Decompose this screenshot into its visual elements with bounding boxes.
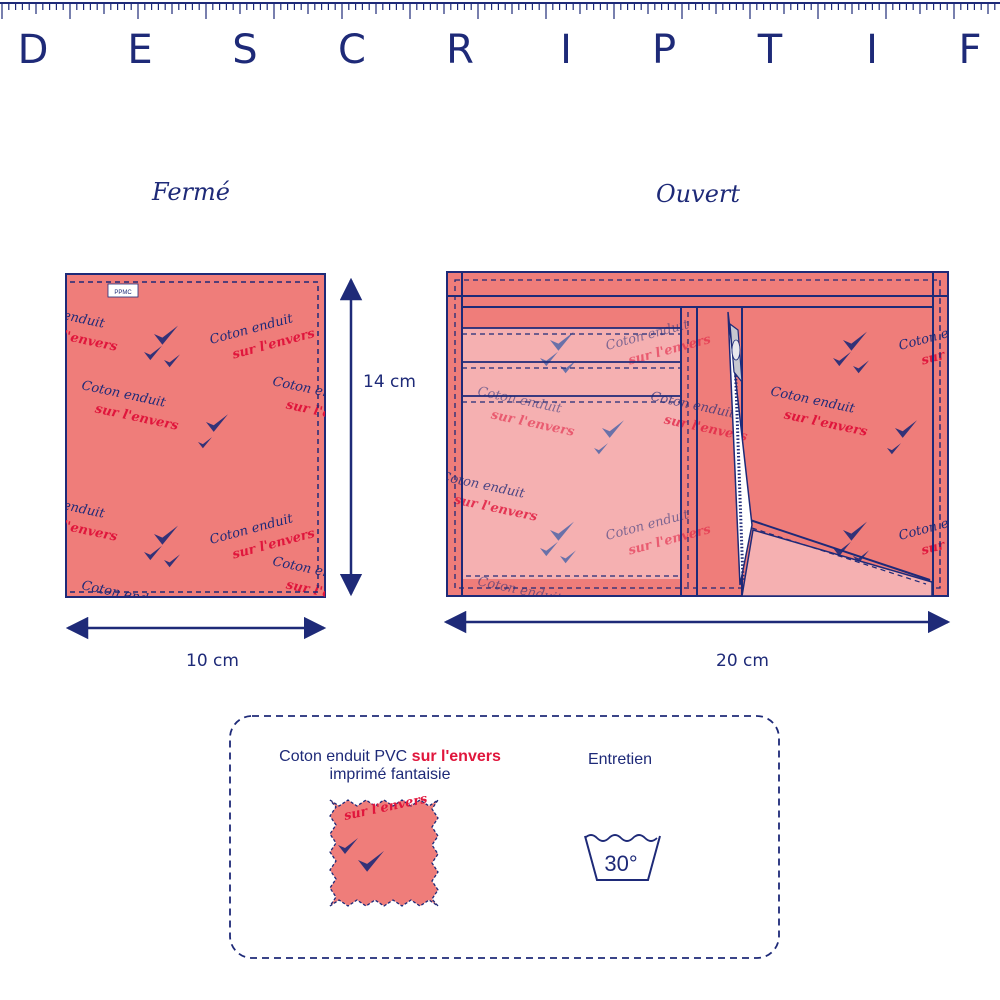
title-letter: I (560, 27, 572, 73)
legend-box (229, 715, 780, 959)
svg-text:30°: 30° (604, 851, 637, 876)
closed-width-label: 10 cm (186, 651, 239, 671)
svg-text:sur l'envers: sur l'envers (490, 598, 577, 630)
title-letter: T (757, 27, 783, 73)
svg-text:sur l'envers: sur l'envers (285, 578, 372, 610)
material-prefix: Coton enduit PVC (279, 748, 412, 765)
material-highlight: sur l'envers (411, 748, 501, 765)
title-letter: R (446, 27, 474, 73)
material-description: Coton enduit PVC sur l'envers imprimé fa… (250, 748, 530, 784)
title-letter: P (652, 27, 676, 73)
svg-text:sur l'envers: sur l'envers (783, 598, 870, 630)
closed-label: Fermé (152, 178, 230, 206)
title-letter: D (18, 27, 49, 73)
title-letter: F (958, 27, 981, 73)
brand-tag: PPMC (107, 283, 139, 298)
wash-30-icon: 30° (584, 834, 661, 881)
open-label: Ouvert (656, 180, 741, 208)
fabric-swatch: sur l'envers (329, 791, 439, 907)
title-letter: I (866, 27, 878, 73)
title-letter: C (338, 27, 366, 73)
title-letter: E (127, 27, 152, 73)
care-title: Entretien (587, 751, 653, 768)
ruler (0, 2, 1000, 19)
open-width-label: 20 cm (716, 651, 769, 671)
material-line2: imprimé fantaisie (329, 766, 451, 783)
closed-height-label: 14 cm (363, 372, 416, 392)
svg-text:PPMC: PPMC (114, 290, 132, 296)
title-letter: S (232, 27, 257, 73)
